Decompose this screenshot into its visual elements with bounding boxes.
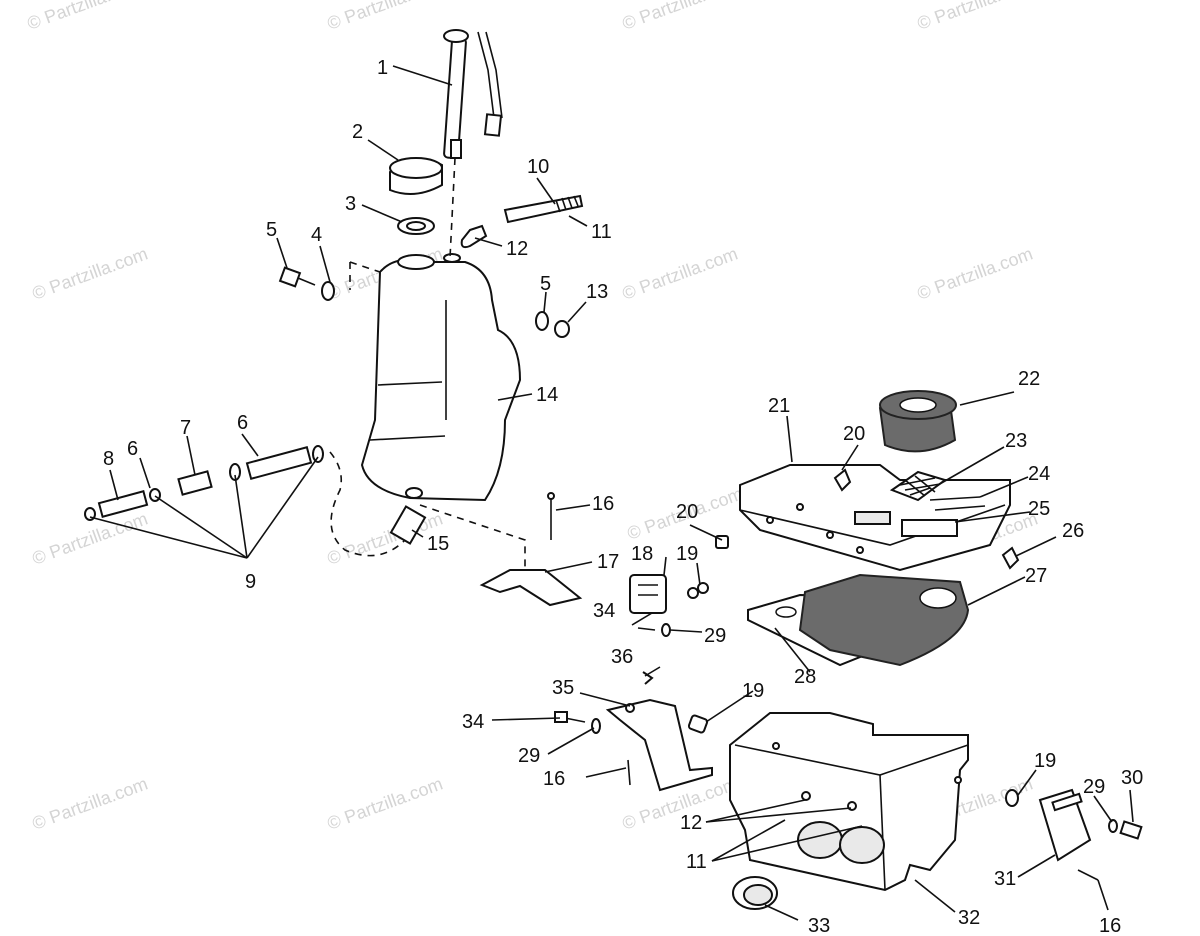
callout-16: 16	[1099, 915, 1121, 936]
watermark-text: © Partzilla.com	[30, 773, 151, 833]
callout-16: 16	[543, 768, 565, 790]
callout-3: 3	[345, 193, 356, 215]
part-filler-cap	[389, 157, 443, 195]
part-airbox-base	[729, 712, 969, 892]
part-oil-pump	[629, 535, 729, 637]
callouts: 1 2 3 4 5 10 11 12 5 13 14 8 6 7 6 9 15 …	[103, 57, 1143, 936]
part-lower-bracket	[554, 671, 713, 792]
part-clip	[833, 468, 852, 492]
callout-21: 21	[768, 395, 790, 417]
callout-29: 29	[1083, 776, 1105, 798]
callout-32: 32	[958, 907, 980, 929]
part-screen	[889, 470, 948, 502]
callout-28: 28	[794, 666, 816, 688]
callout-14: 14	[536, 384, 558, 406]
callout-31: 31	[994, 868, 1016, 890]
callout-13: 13	[586, 281, 608, 303]
part-tank-bolt	[278, 266, 335, 301]
part-air-filter	[747, 573, 970, 667]
part-foam-ring	[878, 390, 957, 453]
callout-4: 4	[311, 224, 322, 246]
callout-6: 6	[127, 438, 138, 460]
callout-6: 6	[237, 412, 248, 434]
callout-7: 7	[180, 417, 191, 439]
callout-24: 24	[1028, 463, 1050, 485]
part-vent-hose	[460, 194, 584, 249]
watermark-text: © Partzilla.com	[325, 0, 446, 34]
leader-lines	[89, 65, 1134, 921]
callout-34: 34	[593, 600, 615, 622]
callout-17: 17	[597, 551, 619, 573]
callout-11: 11	[686, 851, 707, 873]
callout-9: 9	[245, 571, 256, 593]
part-intake-boot	[732, 876, 778, 910]
callout-34: 34	[462, 711, 484, 733]
callout-23: 23	[1005, 430, 1027, 452]
part-airbox-lid	[739, 464, 1011, 572]
part-side-plate	[1005, 788, 1143, 881]
part-washer-nut	[535, 311, 570, 338]
part-outlet-fitting	[389, 505, 427, 545]
callout-15: 15	[427, 533, 449, 555]
watermark-text: © Partzilla.com	[915, 0, 1036, 34]
callout-5: 5	[540, 273, 551, 295]
watermark-text: © Partzilla.com	[30, 243, 151, 303]
callout-19: 19	[1034, 750, 1056, 772]
callout-19: 19	[676, 543, 698, 565]
callout-16: 16	[592, 493, 614, 515]
callout-8: 8	[103, 448, 114, 470]
callout-11: 11	[591, 221, 612, 243]
watermark-text: © Partzilla.com	[915, 243, 1036, 303]
callout-25: 25	[1028, 498, 1050, 520]
watermark-text: © Partzilla.com	[620, 0, 741, 34]
assembly-lines	[329, 157, 526, 568]
watermark-text: © Partzilla.com	[620, 243, 741, 303]
part-grommet	[1001, 546, 1020, 570]
callout-26: 26	[1062, 520, 1084, 542]
callout-29: 29	[704, 625, 726, 647]
callout-29: 29	[518, 745, 540, 767]
callout-5: 5	[266, 219, 277, 241]
callout-18: 18	[631, 543, 653, 565]
callout-10: 10	[527, 156, 549, 178]
callout-35: 35	[552, 677, 574, 699]
callout-33: 33	[808, 915, 830, 936]
callout-2: 2	[352, 121, 363, 143]
watermark-text: © Partzilla.com	[325, 773, 446, 833]
part-fuel-sender	[443, 29, 503, 160]
callout-12: 12	[680, 812, 702, 834]
callout-22: 22	[1018, 368, 1040, 390]
callout-27: 27	[1025, 565, 1047, 587]
callout-19: 19	[742, 680, 764, 702]
callout-30: 30	[1121, 767, 1143, 789]
part-fuel-line-assembly	[84, 445, 324, 521]
callout-1: 1	[377, 57, 388, 79]
part-cap-gasket	[397, 217, 435, 235]
callout-20: 20	[843, 423, 865, 445]
callout-36: 36	[611, 646, 633, 668]
watermark-text: © Partzilla.com	[25, 0, 146, 34]
part-oil-tank	[360, 253, 522, 502]
part-bolt-upper	[547, 492, 555, 540]
callout-20: 20	[676, 501, 698, 523]
callout-12: 12	[506, 238, 528, 260]
part-mount-bracket	[479, 569, 583, 607]
